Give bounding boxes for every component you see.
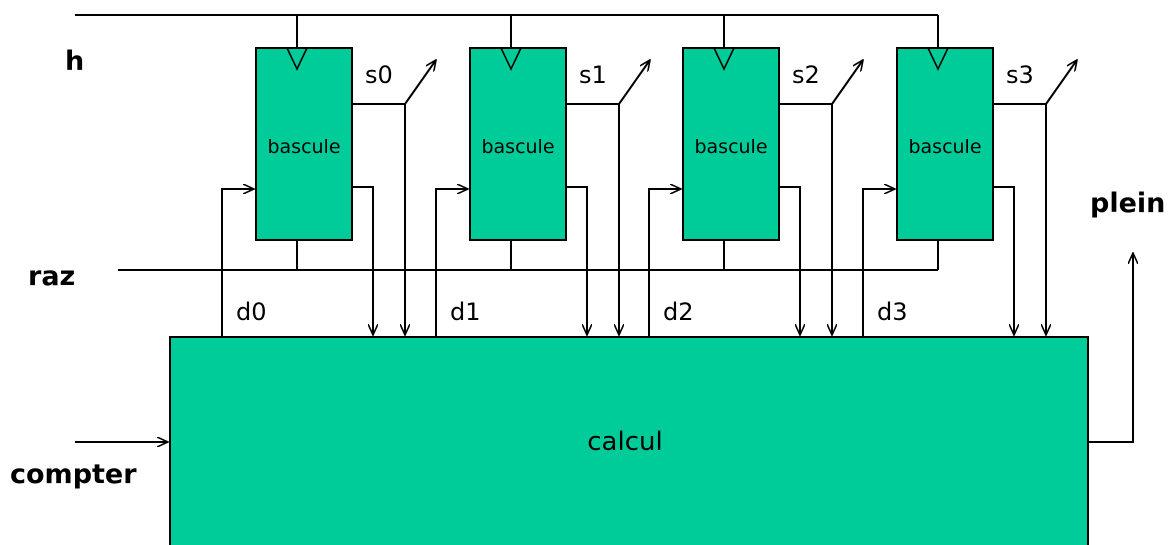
d-input-wire-3 [862,189,895,337]
clock-triangle-icon-0 [286,47,308,71]
s-label-3: s3 [1006,61,1034,89]
d-input-wire-2 [648,189,681,337]
calcul-label: calcul [587,427,662,457]
q-output-wire-2 [779,186,800,335]
clock-triangle-icon-2 [713,47,735,71]
flipflop-block-1 [469,47,567,241]
d-input-wire-1 [435,189,468,337]
flipflop-label-3: bascule [908,136,981,158]
plein-output-wire [1088,253,1133,443]
flipflop-label-1: bascule [481,136,554,158]
calcul-block [169,336,1089,545]
switch-arrow-icon-0 [404,60,436,105]
clock-triangle-icon-3 [927,47,949,71]
plein-label: plein [1090,188,1165,219]
s-output-wire-0 [352,103,405,335]
s-output-wire-3 [993,103,1046,335]
h-label: h [65,46,84,77]
flipflop-block-0 [255,47,353,241]
s-label-1: s1 [579,61,607,89]
q-output-wire-1 [566,186,587,335]
d-label-2: d2 [663,298,694,326]
flipflop-label-0: bascule [267,136,340,158]
s-output-wire-2 [779,103,832,335]
flipflop-label-2: bascule [694,136,767,158]
flipflop-stages: bascule s0 d0 bascule s1 d1 bascule s2 d2 bascule… [221,15,1077,337]
switch-arrow-icon-2 [831,60,863,105]
s-label-2: s2 [792,61,820,89]
clock-triangle-icon-1 [500,47,522,71]
switch-arrow-icon-3 [1045,60,1077,105]
flipflop-block-3 [896,47,994,241]
s-output-wire-1 [566,103,619,335]
s-label-0: s0 [365,61,393,89]
d-label-0: d0 [236,298,267,326]
switch-arrow-icon-1 [618,60,650,105]
flipflop-block-2 [682,47,780,241]
d-label-1: d1 [450,298,481,326]
raz-label: raz [28,261,75,292]
d-input-wire-0 [221,189,254,337]
compter-label: compter [10,459,137,490]
q-output-wire-3 [993,186,1014,335]
d-label-3: d3 [877,298,908,326]
q-output-wire-0 [352,186,373,335]
